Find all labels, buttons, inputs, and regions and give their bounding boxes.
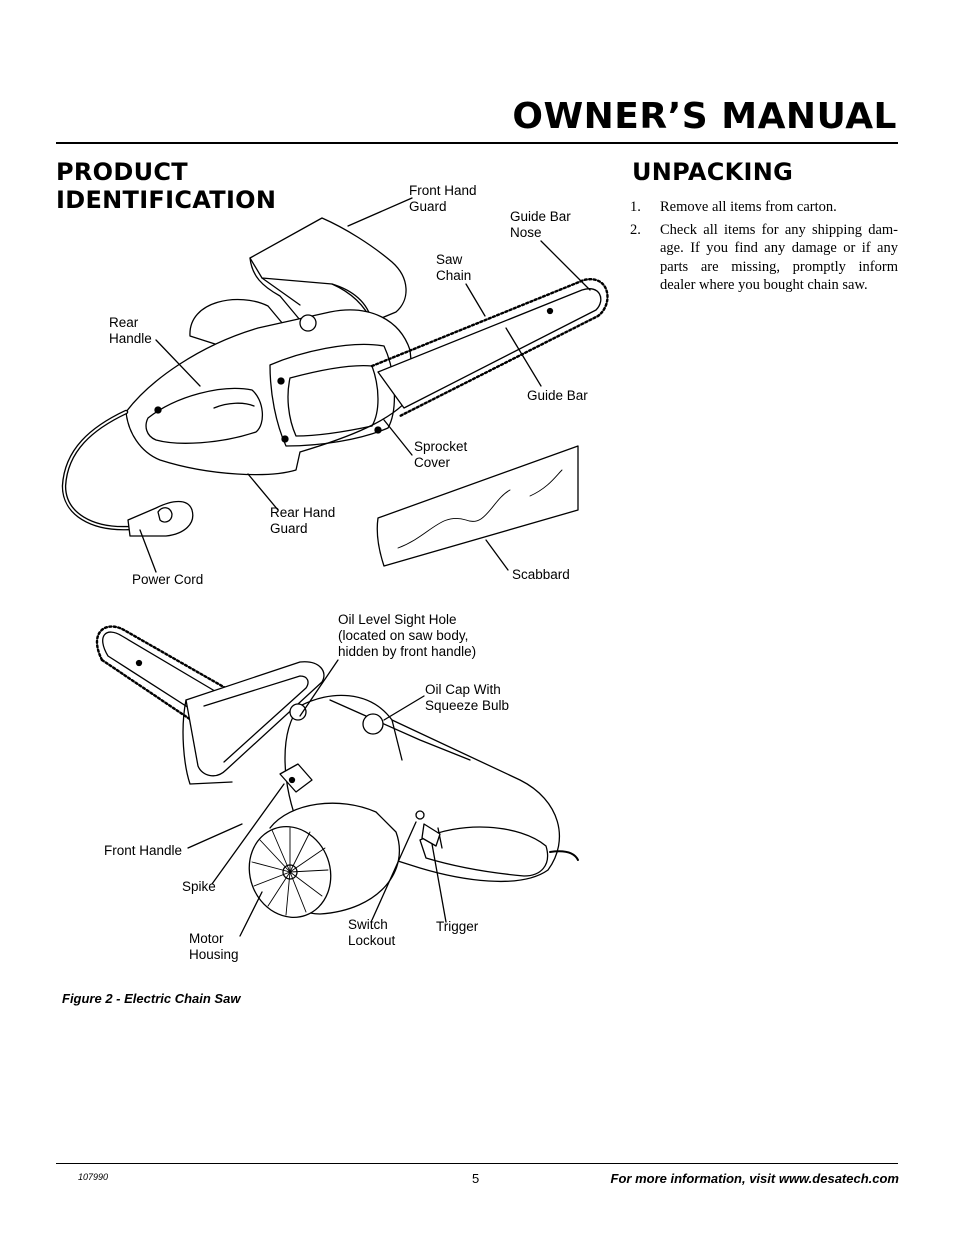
label-trigger: Trigger	[436, 919, 479, 934]
label-power-cord: Power Cord	[132, 572, 204, 587]
page-title: OWNER’S MANUAL	[512, 96, 897, 137]
list-item: 1.Remove all items from carton.	[630, 199, 837, 215]
label-sprocket-cover: Sprocket Cover	[414, 439, 468, 470]
chain-saw-side-view	[64, 198, 607, 572]
label-front-hand-guard: Front Hand Guard	[409, 183, 477, 214]
document-code: 107990	[78, 1172, 109, 1182]
unpacking-steps: 1.Remove all items from carton. 2.Check …	[630, 198, 898, 299]
section-heading-unpacking: UNPACKING	[632, 158, 794, 186]
header-rule	[56, 142, 898, 144]
label-motor-housing: Motor Housing	[189, 931, 239, 962]
chain-saw-handle-view	[97, 627, 578, 936]
figure-caption: Figure 2 - Electric Chain Saw	[62, 991, 241, 1006]
label-switch-lockout: Switch Lockout	[348, 917, 396, 948]
label-scabbard: Scabbard	[512, 567, 570, 582]
label-rear-handle: Rear Handle	[109, 315, 152, 346]
section-heading-identification: IDENTIFICATION	[56, 186, 277, 214]
label-front-handle: Front Handle	[104, 843, 183, 858]
section-heading-product: PRODUCT	[56, 158, 188, 186]
label-oil-level-sight-hole: Oil Level Sight Hole (located on saw bod…	[338, 612, 477, 659]
label-oil-cap: Oil Cap With Squeeze Bulb	[425, 682, 510, 713]
label-saw-chain: Saw Chain	[436, 252, 472, 283]
label-spike: Spike	[182, 879, 216, 894]
footer-info: For more information, visit www.desatech…	[610, 1171, 899, 1186]
list-item: 2.Check all items for any shipping dam-a…	[630, 221, 898, 294]
footer-rule	[56, 1163, 898, 1164]
page-number: 5	[472, 1171, 480, 1186]
label-guide-bar-nose: Guide Bar Nose	[510, 209, 571, 240]
label-rear-hand-guard: Rear Hand Guard	[270, 505, 336, 536]
label-guide-bar: Guide Bar	[527, 388, 588, 403]
